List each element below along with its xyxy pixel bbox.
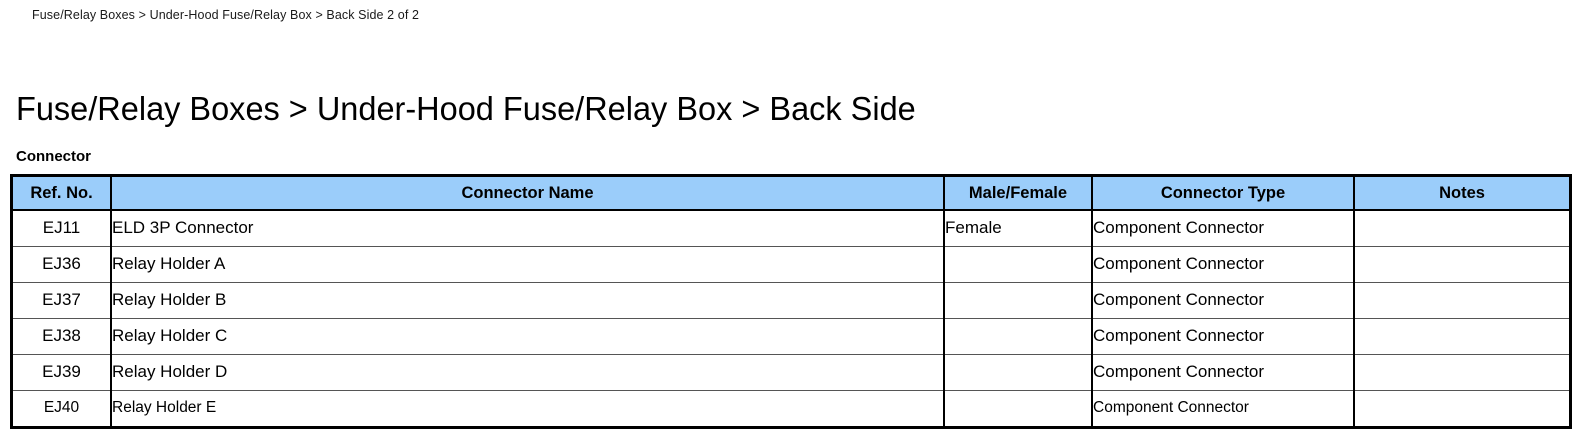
- connector-table: Ref. No. Connector Name Male/Female Conn…: [13, 177, 1569, 426]
- cell-notes: [1353, 353, 1569, 391]
- cell-connector-type: Component Connector: [1091, 209, 1355, 247]
- cell-connector-type: Component Connector: [1091, 389, 1355, 426]
- cell-connector-type: Component Connector: [1091, 281, 1355, 319]
- column-header-connector-type: Connector Type: [1091, 177, 1355, 211]
- cell-male-female: [943, 317, 1093, 355]
- cell-connector-type: Component Connector: [1091, 245, 1355, 283]
- cell-ref-no: EJ40: [13, 389, 112, 426]
- cell-connector-name: Relay Holder E: [110, 389, 945, 426]
- table-header-row: Ref. No. Connector Name Male/Female Conn…: [13, 177, 1569, 211]
- cell-connector-name: ELD 3P Connector: [110, 209, 945, 247]
- section-label: Connector: [16, 148, 91, 165]
- table-row: EJ38 Relay Holder C Component Connector: [13, 317, 1569, 355]
- connector-table-container: Ref. No. Connector Name Male/Female Conn…: [10, 174, 1572, 429]
- cell-ref-no: EJ36: [13, 245, 112, 283]
- column-header-connector-name: Connector Name: [110, 177, 945, 211]
- breadcrumb: Fuse/Relay Boxes > Under-Hood Fuse/Relay…: [32, 8, 420, 22]
- cell-male-female: [943, 353, 1093, 391]
- cell-connector-type: Component Connector: [1091, 317, 1355, 355]
- cell-ref-no: EJ11: [13, 209, 112, 247]
- cell-connector-name: Relay Holder C: [110, 317, 945, 355]
- column-header-male-female: Male/Female: [943, 177, 1093, 211]
- cell-male-female: Female: [943, 209, 1093, 247]
- cell-notes: [1353, 281, 1569, 319]
- page-title: Fuse/Relay Boxes > Under-Hood Fuse/Relay…: [16, 90, 916, 127]
- cell-notes: [1353, 317, 1569, 355]
- table-row: EJ39 Relay Holder D Component Connector: [13, 353, 1569, 391]
- table-row: EJ36 Relay Holder A Component Connector: [13, 245, 1569, 283]
- table-row: EJ40 Relay Holder E Component Connector: [13, 389, 1569, 426]
- column-header-notes: Notes: [1353, 177, 1569, 211]
- column-header-ref-no: Ref. No.: [13, 177, 112, 211]
- cell-connector-name: Relay Holder D: [110, 353, 945, 391]
- table-header: Ref. No. Connector Name Male/Female Conn…: [13, 177, 1569, 211]
- table-row: EJ11 ELD 3P Connector Female Component C…: [13, 209, 1569, 247]
- cell-ref-no: EJ37: [13, 281, 112, 319]
- cell-male-female: [943, 389, 1093, 426]
- cell-male-female: [943, 245, 1093, 283]
- cell-male-female: [943, 281, 1093, 319]
- cell-connector-name: Relay Holder B: [110, 281, 945, 319]
- table-body: EJ11 ELD 3P Connector Female Component C…: [13, 209, 1569, 426]
- cell-connector-name: Relay Holder A: [110, 245, 945, 283]
- table-row: EJ37 Relay Holder B Component Connector: [13, 281, 1569, 319]
- cell-ref-no: EJ39: [13, 353, 112, 391]
- cell-notes: [1353, 209, 1569, 247]
- cell-connector-type: Component Connector: [1091, 353, 1355, 391]
- cell-ref-no: EJ38: [13, 317, 112, 355]
- cell-notes: [1353, 245, 1569, 283]
- cell-notes: [1353, 389, 1569, 426]
